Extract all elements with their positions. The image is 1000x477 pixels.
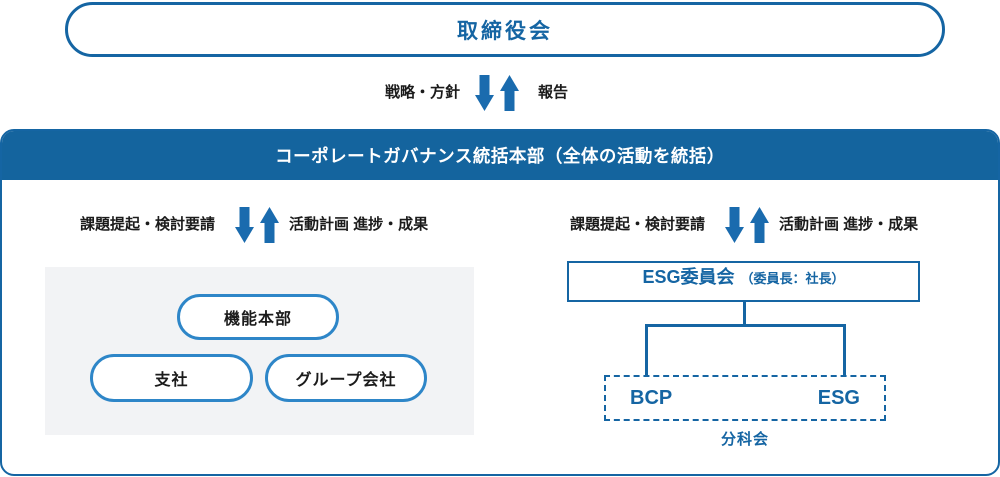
unit-label: 支社 [154, 372, 189, 389]
subcommittee-dashed-box: BCP ESG [604, 375, 886, 421]
subcommittee-esg-label: ESG [817, 386, 860, 409]
governance-header: コーポレートガバナンス統括本部（全体の活動を統括） [2, 131, 998, 180]
esg-committee-box: ESG委員会 （委員長：社長） [567, 261, 920, 302]
internal-units-panel: 機能本部 支社 グループ会社 [45, 267, 474, 435]
connector-left-branch-line [645, 324, 648, 375]
down-arrow-icon [235, 207, 254, 243]
unit-pill-branch-office: 支社 [90, 354, 253, 402]
board-of-directors-label: 取締役会 [457, 19, 553, 43]
strategy-policy-label: 戦略・方針 [384, 84, 460, 101]
down-arrow-icon [725, 207, 744, 243]
left-activity-plan-label: 活動計画 進捗・成果 [289, 216, 429, 233]
esg-committee-title: ESG委員会 [642, 267, 735, 287]
report-label: 報告 [538, 84, 569, 101]
right-issue-request-label: 課題提起・検討要請 [569, 216, 705, 233]
unit-label: 機能本部 [223, 311, 292, 328]
down-arrow-icon [475, 75, 494, 111]
down-up-arrows-icon [475, 75, 519, 111]
unit-label: グループ会社 [295, 372, 397, 389]
connector-stem-line [743, 302, 746, 325]
down-up-arrows-icon [725, 207, 769, 243]
governance-header-label: コーポレートガバナンス統括本部（全体の活動を統括） [275, 146, 725, 166]
governance-container: コーポレートガバナンス統括本部（全体の活動を統括） 課題提起・検討要請 活動計画… [0, 129, 1000, 476]
right-activity-plan-label: 活動計画 進捗・成果 [779, 216, 919, 233]
unit-pill-functional-hq: 機能本部 [177, 294, 339, 340]
connector-horizontal-line [645, 324, 846, 327]
up-arrow-icon [500, 75, 519, 111]
connector-right-branch-line [843, 324, 846, 375]
subcommittee-caption: 分科会 [720, 431, 769, 448]
up-arrow-icon [260, 207, 279, 243]
esg-committee-chair-note: （委員長：社長） [740, 271, 845, 286]
board-of-directors-box: 取締役会 [65, 2, 945, 57]
unit-pill-group-company: グループ会社 [265, 354, 427, 402]
left-issue-request-label: 課題提起・検討要請 [79, 216, 215, 233]
up-arrow-icon [750, 207, 769, 243]
subcommittee-bcp-label: BCP [630, 386, 673, 409]
down-up-arrows-icon [235, 207, 279, 243]
